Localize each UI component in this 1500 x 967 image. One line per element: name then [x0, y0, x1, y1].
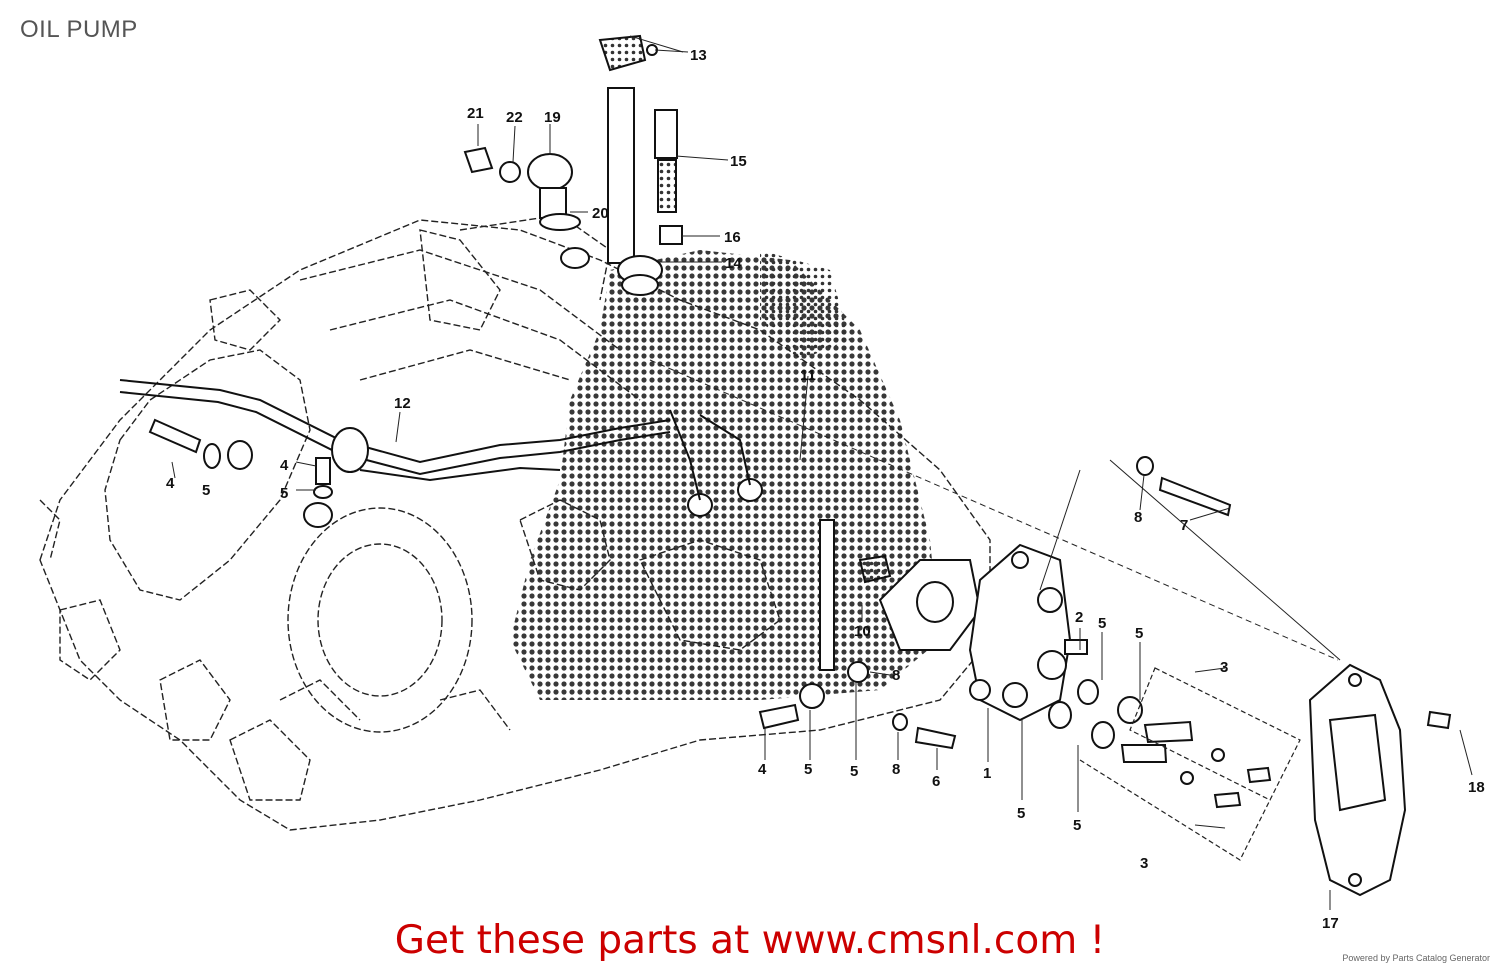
callout-5e: 5: [1017, 805, 1025, 822]
callout-14: 14: [725, 255, 742, 272]
callout-4c: 4: [758, 761, 767, 778]
callout-4a: 4: [166, 475, 175, 492]
callout-5d: 5: [850, 763, 858, 780]
page-title: OIL PUMP: [20, 16, 138, 43]
callout-4b: 4: [280, 457, 289, 474]
callout-3b: 3: [1140, 855, 1148, 872]
callout-5c: 5: [804, 761, 812, 778]
callout-10: 10: [854, 623, 871, 640]
callout-22: 22: [506, 109, 523, 126]
powered-by-credit: Powered by Parts Catalog Generator: [1342, 953, 1490, 963]
callout-2: 2: [1075, 609, 1083, 626]
oil-pump-body: [878, 543, 1088, 722]
callout-8c: 8: [892, 761, 900, 778]
callout-5a: 5: [202, 482, 210, 499]
callout-12: 12: [394, 395, 411, 412]
callout-5f: 5: [1073, 817, 1081, 834]
callout-20: 20: [592, 205, 609, 222]
callout-21: 21: [467, 105, 484, 122]
assembly-boxes: [1079, 667, 1301, 861]
top-fittings: [463, 146, 590, 269]
callout-5g: 5: [1098, 615, 1106, 632]
callout-18: 18: [1468, 779, 1485, 796]
callout-8a: 8: [1134, 509, 1142, 526]
small-hardware: [758, 456, 1452, 809]
callout-13: 13: [690, 47, 707, 64]
clamp: [598, 34, 658, 72]
callout-5h: 5: [1135, 625, 1143, 642]
leader-lines: [171, 35, 1473, 910]
callout-15: 15: [730, 153, 747, 170]
callout-17: 17: [1322, 915, 1339, 932]
callout-6: 6: [932, 773, 940, 790]
callout-5b: 5: [280, 485, 288, 502]
oil-pipe: [119, 379, 763, 528]
callout-3a: 3: [1220, 659, 1228, 676]
halftone-shading: [510, 250, 940, 700]
cmsnl-promo-link[interactable]: Get these parts at www.cmsnl.com !: [394, 918, 1106, 963]
vertical-tube: [607, 87, 683, 296]
callout-1: 1: [983, 765, 991, 782]
pump-cover: [1308, 663, 1407, 897]
callout-16: 16: [724, 229, 741, 246]
callout-11: 11: [800, 367, 816, 384]
callout-8b: 8: [892, 667, 900, 684]
callout-7: 7: [1180, 517, 1188, 534]
part-callouts: 1 2 3 3 4 4 4 5 5 5 5 5 5 5 5 6 7 8 8 8 …: [166, 47, 1485, 932]
callout-19: 19: [544, 109, 561, 126]
left-bolts: [148, 418, 333, 499]
